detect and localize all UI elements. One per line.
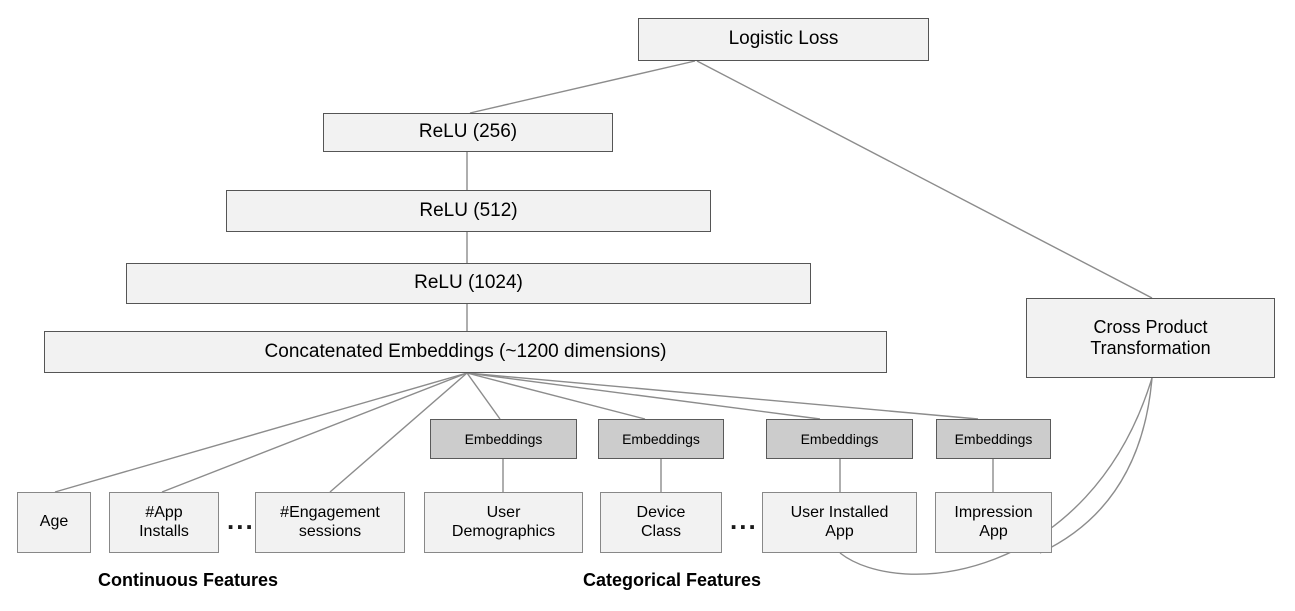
node-relu-1024-label: ReLU (1024) <box>414 272 523 294</box>
node-cross-product-line2: Transformation <box>1090 338 1211 358</box>
node-logistic-loss-label: Logistic Loss <box>728 28 839 50</box>
node-feature-impression-app[interactable]: Impression App <box>935 492 1052 553</box>
node-concatenated-embeddings[interactable]: Concatenated Embeddings (~1200 dimension… <box>44 331 887 373</box>
edge-concat-to-app-installs <box>161 372 468 493</box>
node-feature-device-class-line2: Class <box>640 522 681 540</box>
node-embeddings-user-demographics-label: Embeddings <box>464 430 543 447</box>
node-embeddings-user-installed-app[interactable]: Embeddings <box>766 419 913 459</box>
node-feature-device-class[interactable]: Device Class <box>600 492 722 553</box>
node-relu-256[interactable]: ReLU (256) <box>323 113 613 152</box>
group-label-continuous-features: Continuous Features <box>98 570 279 590</box>
edge-concat-to-age <box>54 372 468 493</box>
edge-impression-app-to-crossproduct <box>1039 377 1153 554</box>
node-embeddings-user-installed-app-label: Embeddings <box>800 430 879 447</box>
node-feature-impression-app-line2: App <box>979 522 1008 540</box>
node-feature-user-installed-app[interactable]: User Installed App <box>762 492 917 553</box>
node-embeddings-impression-app[interactable]: Embeddings <box>936 419 1051 459</box>
node-relu-1024[interactable]: ReLU (1024) <box>126 263 811 304</box>
ellipsis-categorical: ... <box>730 505 758 535</box>
group-label-categorical-features: Categorical Features <box>583 570 762 590</box>
node-feature-age[interactable]: Age <box>17 492 91 553</box>
node-embeddings-user-demographics[interactable]: Embeddings <box>430 419 577 459</box>
node-feature-app-installs[interactable]: #App Installs <box>109 492 219 553</box>
node-feature-engagement-sessions-line1: #Engagement <box>280 503 380 521</box>
node-feature-user-demographics[interactable]: User Demographics <box>424 492 583 553</box>
ellipsis-continuous: ... <box>227 505 255 535</box>
node-concatenated-embeddings-label: Concatenated Embeddings (~1200 dimension… <box>264 340 667 362</box>
node-relu-512-label: ReLU (512) <box>419 199 518 221</box>
node-feature-app-installs-line2: Installs <box>139 522 189 540</box>
node-feature-user-demographics-line1: User <box>486 503 521 521</box>
node-feature-user-demographics-line2: Demographics <box>451 522 556 540</box>
node-cross-product-line1: Cross Product <box>1093 316 1208 337</box>
edge-loss-to-relu256 <box>469 60 696 114</box>
node-feature-impression-app-line1: Impression <box>954 503 1033 521</box>
node-feature-engagement-sessions[interactable]: #Engagement sessions <box>255 492 405 553</box>
node-embeddings-device-class-label: Embeddings <box>622 430 700 447</box>
node-feature-device-class-line1: Device <box>636 503 686 521</box>
node-relu-512[interactable]: ReLU (512) <box>226 190 711 232</box>
edge-concat-to-embeddings-1 <box>466 372 501 420</box>
node-feature-age-line1: Age <box>39 513 69 531</box>
node-feature-user-installed-app-line2: App <box>825 522 854 540</box>
node-cross-product-transformation[interactable]: Cross Product Transformation <box>1026 298 1275 378</box>
edge-concat-to-embeddings-4 <box>466 372 979 420</box>
node-relu-256-label: ReLU (256) <box>418 121 518 143</box>
node-embeddings-impression-app-label: Embeddings <box>954 430 1033 447</box>
node-feature-user-installed-app-line1: User Installed <box>790 503 889 521</box>
node-feature-app-installs-line1: #App <box>145 503 183 521</box>
node-embeddings-device-class[interactable]: Embeddings <box>598 419 724 459</box>
node-logistic-loss[interactable]: Logistic Loss <box>638 18 929 61</box>
node-feature-engagement-sessions-line2: sessions <box>298 522 362 540</box>
edge-concat-to-embeddings-2 <box>466 372 646 420</box>
edge-concat-to-embeddings-3 <box>466 372 821 420</box>
